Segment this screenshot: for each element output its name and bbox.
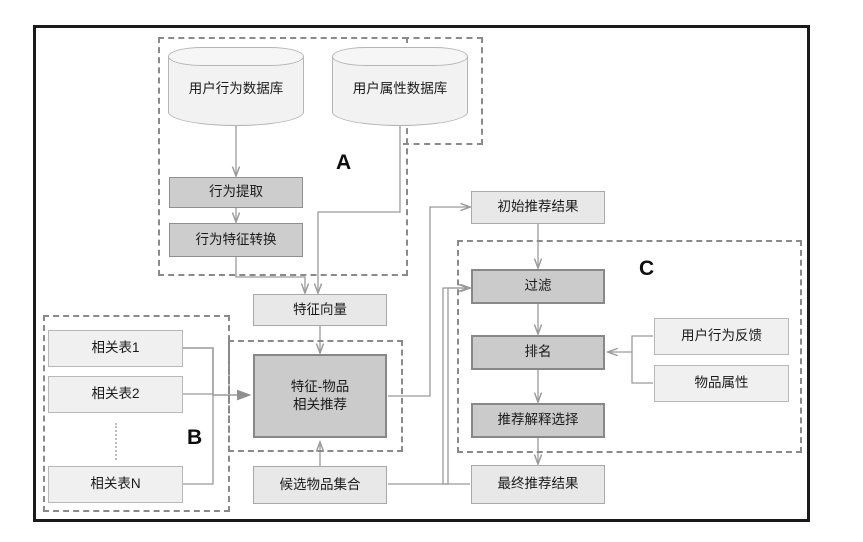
cylinder-top	[332, 47, 468, 66]
node-feature-vector[interactable]: 特征向量	[253, 294, 387, 326]
node-label: 候选物品集合	[279, 476, 361, 492]
node-label: 过滤	[524, 278, 552, 294]
related-tables-ellipsis	[115, 423, 119, 460]
node-candidate-item-set[interactable]: 候选物品集合	[253, 466, 387, 504]
node-label: 行为特征转换	[195, 231, 277, 247]
node-label: 初始推荐结果	[497, 199, 579, 215]
cylinder-body	[332, 56, 468, 126]
node-user-behavior-feedback[interactable]: 用户行为反馈	[654, 318, 789, 355]
node-label: 相关表N	[90, 476, 141, 492]
node-initial-recommend-result[interactable]: 初始推荐结果	[471, 191, 605, 224]
node-label: 最终推荐结果	[497, 476, 579, 492]
node-label-line2: 相关推荐	[293, 397, 347, 412]
node-final-recommend-result[interactable]: 最终推荐结果	[471, 465, 605, 504]
node-item-attribute[interactable]: 物品属性	[654, 365, 789, 402]
node-label: 相关表1	[91, 340, 140, 356]
node-user-behavior-db[interactable]: 用户行为数据库	[168, 47, 304, 126]
node-related-table-n[interactable]: 相关表N	[48, 466, 183, 503]
node-label: 推荐解释选择	[497, 412, 579, 428]
group-box-a-extension	[403, 37, 483, 145]
node-filter[interactable]: 过滤	[471, 269, 605, 304]
group-box-c	[457, 240, 802, 453]
node-behavior-extract[interactable]: 行为提取	[169, 177, 303, 208]
node-user-attribute-db[interactable]: 用户属性数据库	[332, 47, 468, 126]
node-recommend-explain-select[interactable]: 推荐解释选择	[471, 403, 605, 438]
cylinder-top	[168, 47, 304, 66]
node-label: 特征向量	[293, 301, 347, 317]
node-label: 用户行为反馈	[681, 328, 762, 344]
node-label: 行为提取	[209, 184, 263, 200]
node-behavior-feature-transform[interactable]: 行为特征转换	[169, 223, 303, 257]
node-related-table-1[interactable]: 相关表1	[48, 330, 183, 367]
node-ranking[interactable]: 排名	[471, 335, 605, 370]
node-label: 用户属性数据库	[352, 80, 448, 96]
group-label-a: A	[336, 151, 352, 174]
group-label-b: B	[187, 426, 203, 449]
group-label-c: C	[639, 257, 655, 280]
node-label: 用户行为数据库	[188, 80, 284, 96]
node-label-line1: 特征-物品	[290, 378, 350, 394]
node-related-table-2[interactable]: 相关表2	[48, 376, 183, 413]
cylinder-body	[168, 56, 304, 126]
node-label: 排名	[524, 344, 552, 360]
group-box-a	[158, 37, 408, 276]
group-box-recommend	[228, 340, 403, 452]
node-label: 物品属性	[694, 375, 749, 391]
node-label: 相关表2	[91, 386, 140, 402]
node-feature-item-recommend[interactable]: 特征-物品 相关推荐	[253, 354, 387, 438]
